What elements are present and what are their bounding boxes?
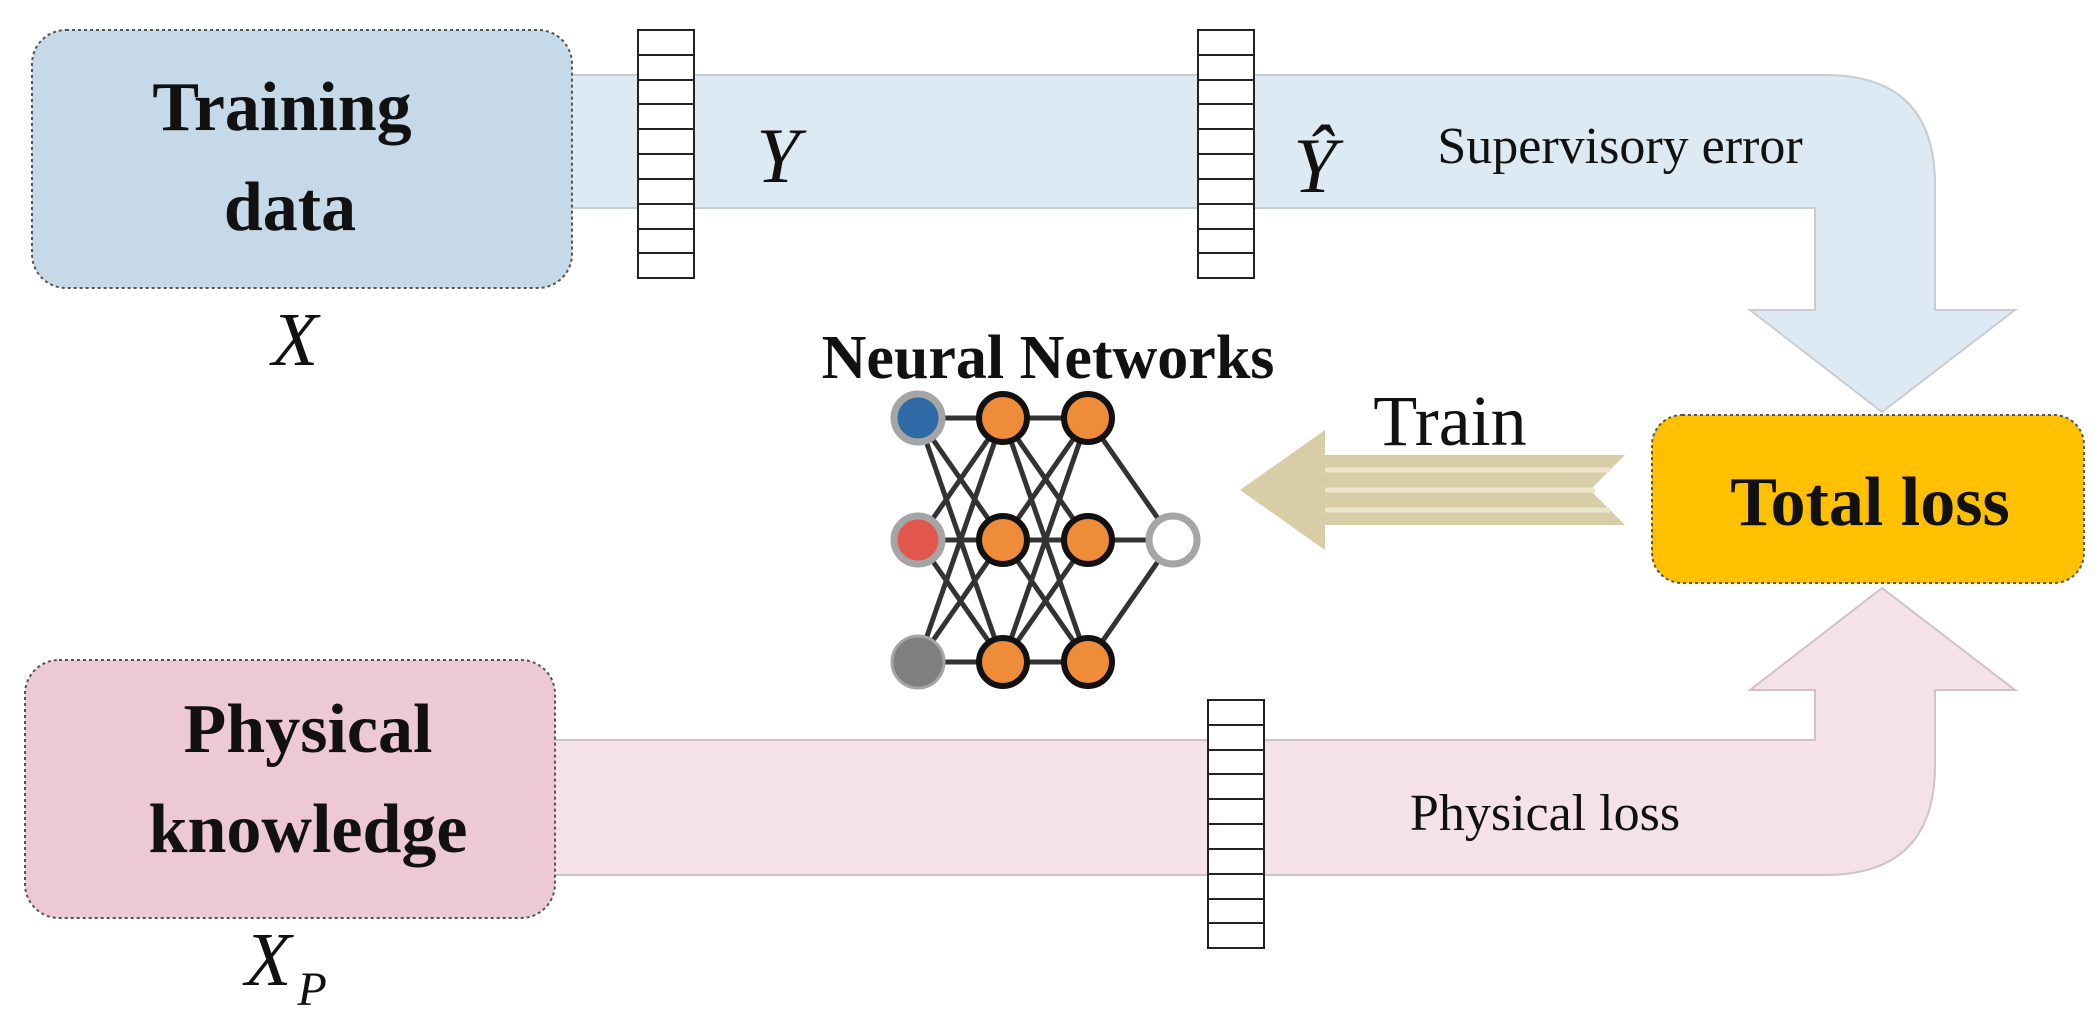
physical-loss-arrow: [549, 586, 2018, 876]
hidden-node: [1061, 391, 1115, 445]
y-vector: [637, 29, 695, 279]
output-node: [1145, 512, 1201, 568]
training-data-title-line2: data: [224, 169, 356, 246]
physical-knowledge-title-line2: knowledge: [149, 791, 468, 868]
nn-connections: [915, 415, 1176, 665]
hidden-node: [976, 635, 1030, 689]
vector-cells: [1208, 724, 1264, 924]
supervisory-error-label: Supervisory error: [1437, 118, 1802, 175]
hidden-node: [976, 391, 1030, 445]
vector-cells: [1198, 54, 1254, 254]
physical-knowledge-title: Physical: [184, 691, 433, 768]
training-data-title: Training: [152, 69, 411, 146]
training-input-variable: X: [269, 298, 321, 382]
y-hat-vector: [1197, 29, 1255, 279]
total-loss-box: [1651, 414, 2085, 584]
neural-network: [890, 390, 1201, 690]
hidden-node: [1061, 635, 1115, 689]
input-node-gray: [890, 634, 946, 690]
train-label: Train: [1373, 381, 1526, 461]
train-arrow-stripe: [1325, 467, 1610, 513]
hidden-node: [1061, 513, 1115, 567]
total-loss-label: Total loss: [1730, 464, 2009, 541]
y-hat-label: Ŷ: [1293, 122, 1344, 209]
physical-vector: [1207, 699, 1265, 949]
training-data-box: [31, 29, 573, 289]
vector-cells: [638, 54, 694, 254]
physical-loss-label: Physical loss: [1410, 785, 1680, 842]
supervisory-error-arrow: [564, 74, 2018, 414]
physical-input-subscript: P: [296, 963, 326, 1016]
hidden-node: [976, 513, 1030, 567]
neural-networks-title: Neural Networks: [822, 324, 1275, 392]
physical-knowledge-box: [24, 659, 556, 919]
y-label: Y: [756, 112, 807, 199]
input-node-blue: [890, 390, 946, 446]
input-node-red: [890, 512, 946, 568]
